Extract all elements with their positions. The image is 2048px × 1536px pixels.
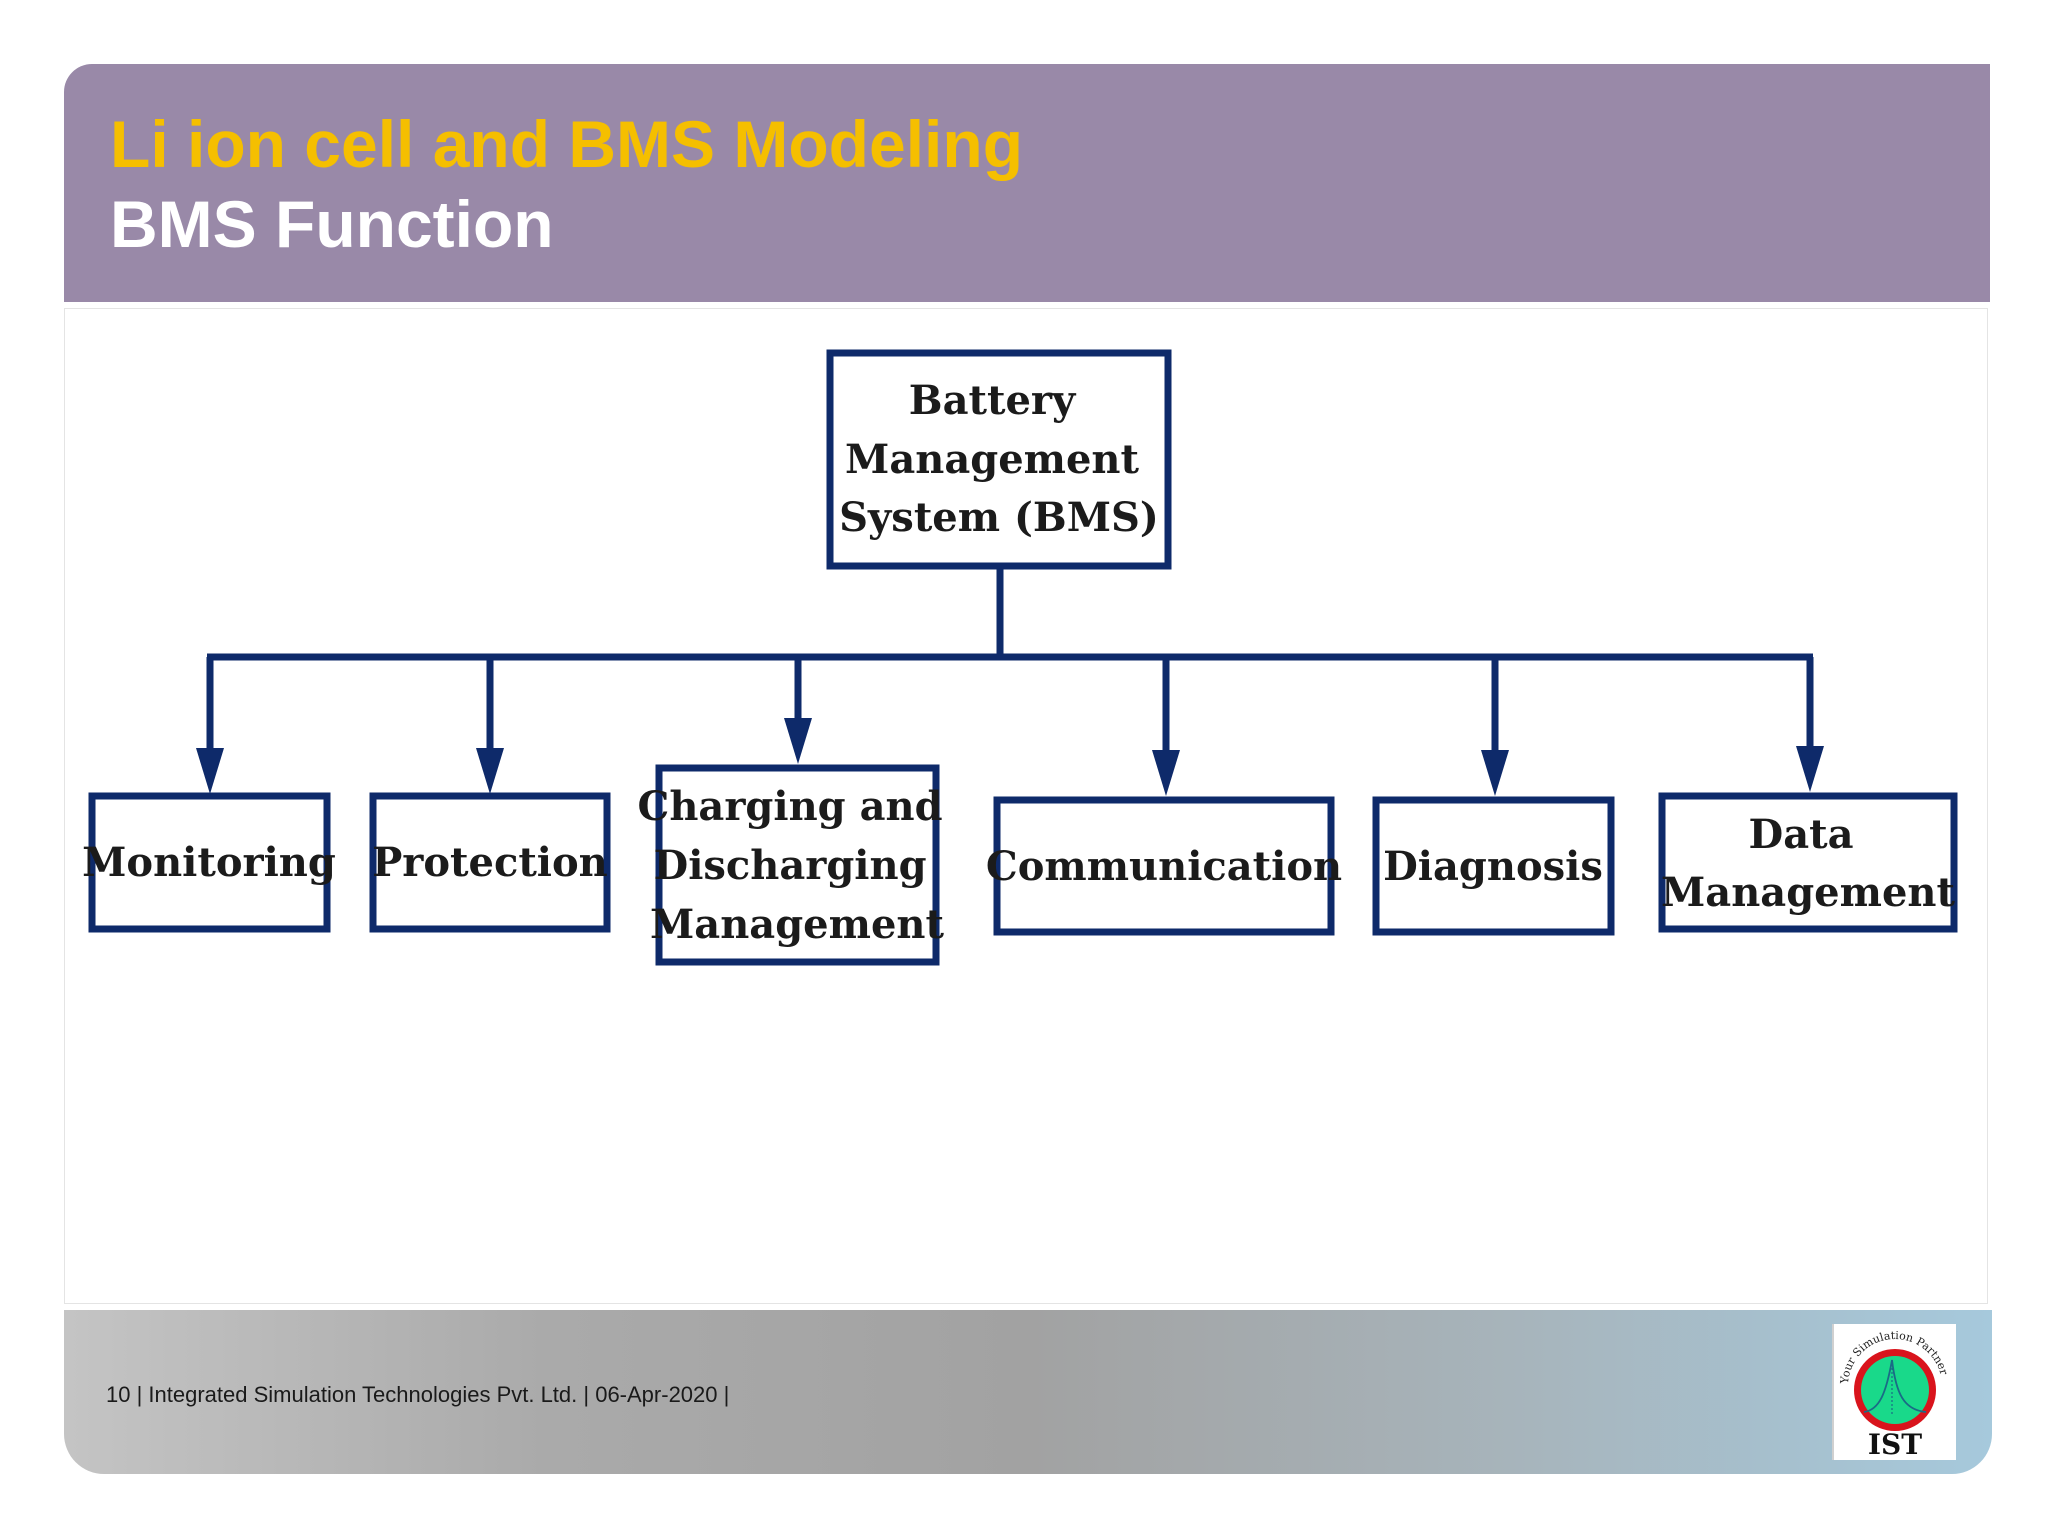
node-protection: Protection	[369, 792, 611, 933]
ist-logo: Your Simulation Partner IST	[1834, 1324, 1956, 1461]
root-label-line-2: Management	[845, 436, 1139, 483]
svg-text:Monitoring: Monitoring	[82, 839, 336, 886]
slide-title: Li ion cell and BMS Modeling	[110, 107, 1024, 181]
data-management-label-line-2: Management	[1661, 869, 1955, 916]
arrow-charging	[784, 718, 812, 764]
root-label-line-1: Battery	[909, 377, 1077, 424]
root-label-line-3: System (BMS)	[839, 494, 1159, 541]
footer-text: 10 | Integrated Simulation Technologies …	[106, 1382, 730, 1407]
diagnosis-label: Diagnosis	[1383, 843, 1603, 890]
arrow-communication	[1152, 750, 1180, 796]
logo-wordmark: IST	[1868, 1428, 1922, 1460]
node-communication: Communication	[986, 796, 1342, 936]
svg-text:Protection: Protection	[372, 839, 608, 886]
connectors	[196, 566, 1824, 796]
slide-subtitle: BMS Function	[110, 187, 554, 261]
communication-label: Communication	[986, 843, 1342, 890]
svg-text:Charging and Dischargi: Charging and Discharging Management	[638, 783, 957, 948]
arrow-data-management	[1796, 746, 1824, 792]
slide-header: Li ion cell and BMS Modeling BMS Functio…	[64, 64, 1990, 302]
ist-logo-icon: Your Simulation Partner IST	[1838, 1329, 1951, 1461]
logo-inner-circle	[1861, 1356, 1929, 1424]
data-management-label-line-1: Data	[1749, 811, 1854, 858]
node-data-management: Data Management	[1658, 792, 1958, 933]
svg-text:Diagnosis: Diagnosis	[1383, 843, 1603, 890]
arrow-monitoring	[196, 748, 224, 794]
node-diagnosis: Diagnosis	[1372, 796, 1615, 936]
monitoring-label: Monitoring	[82, 839, 336, 886]
node-charging-discharging: Charging and Discharging Management	[638, 764, 957, 966]
charging-label-line-2: Discharging	[654, 842, 927, 889]
svg-text:Battery Management: Battery Management System (BMS)	[839, 377, 1159, 541]
slide-footer: 10 | Integrated Simulation Technologies …	[64, 1310, 1992, 1474]
arrow-diagnosis	[1481, 750, 1509, 796]
svg-text:Communication: Communication	[986, 843, 1342, 890]
node-monitoring: Monitoring	[82, 792, 336, 933]
charging-label-line-1: Charging and	[638, 783, 943, 830]
svg-text:Data Management: Data Management	[1661, 811, 1955, 916]
node-root: Battery Management System (BMS)	[826, 349, 1172, 570]
charging-label-line-3: Management	[650, 901, 944, 948]
protection-label: Protection	[372, 839, 608, 886]
arrow-protection	[476, 748, 504, 794]
